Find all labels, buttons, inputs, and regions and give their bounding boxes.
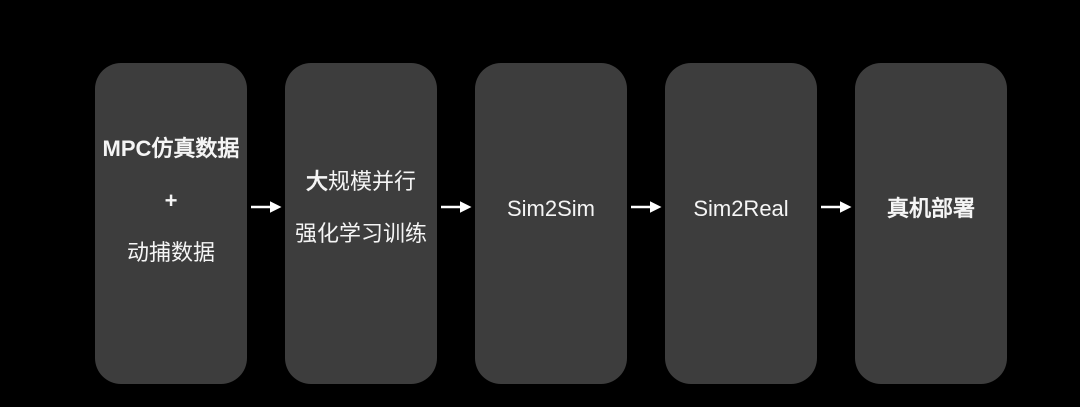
step-content: 真机部署 (886, 195, 975, 221)
step2-label-top: 大规模并行 (305, 168, 416, 194)
step-box-deployment: 真机部署 (855, 63, 1007, 384)
right-arrow-icon (251, 201, 282, 213)
right-arrow-icon (631, 201, 662, 213)
step-box-sim2sim: Sim2Sim (475, 63, 627, 384)
flow-arrow-4 (817, 63, 855, 384)
step2-label-bottom: 强化学习训练 (294, 220, 427, 246)
step-box-mpc-data: MPC仿真数据 + 动捕数据 (95, 63, 247, 384)
right-arrow-icon (441, 201, 472, 213)
step-box-rl-training: 大规模并行 强化学习训练 (285, 63, 437, 384)
step-content: 大规模并行 强化学习训练 (294, 168, 427, 246)
step1-label-top: MPC仿真数据 (102, 135, 240, 161)
right-arrow-icon (821, 201, 852, 213)
step5-label: 真机部署 (886, 195, 975, 221)
step-content: MPC仿真数据 + 动捕数据 (102, 135, 240, 265)
step2-label-top-rest: 规模并行 (327, 168, 416, 194)
step-box-sim2real: Sim2Real (665, 63, 817, 384)
step4-label: Sim2Real (693, 195, 789, 221)
flow-arrow-3 (627, 63, 665, 384)
step2-label-top-bold: 大 (305, 168, 328, 194)
plus-sign: + (164, 187, 178, 213)
flow-arrow-1 (247, 63, 285, 384)
step-content: Sim2Sim (506, 195, 595, 221)
step1-label-bottom: 动捕数据 (126, 239, 215, 265)
step3-label: Sim2Sim (506, 195, 595, 221)
pipeline-row: MPC仿真数据 + 动捕数据 大规模并行 强化学习训练 (95, 63, 1007, 384)
step-content: Sim2Real (693, 195, 789, 221)
flow-arrow-2 (437, 63, 475, 384)
